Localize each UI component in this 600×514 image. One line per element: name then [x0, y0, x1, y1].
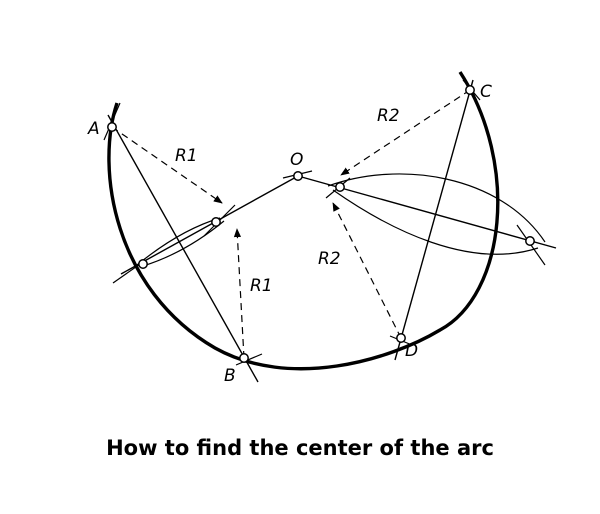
point-d-marker — [396, 333, 406, 343]
caption: How to find the center of the arc — [106, 436, 494, 460]
point-c-marker — [465, 85, 475, 95]
chord-cd — [394, 79, 474, 361]
main-arc — [107, 71, 500, 371]
point-b-marker — [239, 353, 249, 363]
radius-arrow-r1-top — [111, 126, 223, 204]
point-o-marker — [293, 171, 303, 181]
lens-arc-cd-lower — [332, 189, 539, 255]
tick-ab-lower — [112, 261, 144, 284]
radius-arrow-r2-side — [332, 202, 402, 339]
lens-arc-ab-lower — [142, 220, 225, 267]
label-b: B — [224, 366, 236, 386]
radius-arrow-r2-top — [340, 89, 471, 176]
tick-a — [103, 102, 121, 141]
lens-arc-cd-upper — [327, 173, 546, 243]
intersection-ab-upper — [211, 217, 221, 227]
label-r2-top: R2 — [377, 106, 400, 126]
label-r1-side: R1 — [250, 276, 273, 296]
intersection-cd-right — [525, 236, 535, 246]
label-c: C — [480, 82, 492, 102]
radius-arrow-r1-side — [233, 228, 245, 359]
point-a-marker — [107, 122, 117, 132]
intersection-ab-lower — [138, 259, 148, 269]
intersection-cd-left — [335, 182, 345, 192]
bisector-ab — [120, 175, 299, 275]
label-o: O — [290, 150, 303, 170]
label-d: D — [405, 341, 418, 361]
label-r2-side: R2 — [318, 249, 341, 269]
label-r1-top: R1 — [175, 146, 198, 166]
label-a: A — [87, 119, 100, 139]
tick-b — [235, 353, 263, 366]
